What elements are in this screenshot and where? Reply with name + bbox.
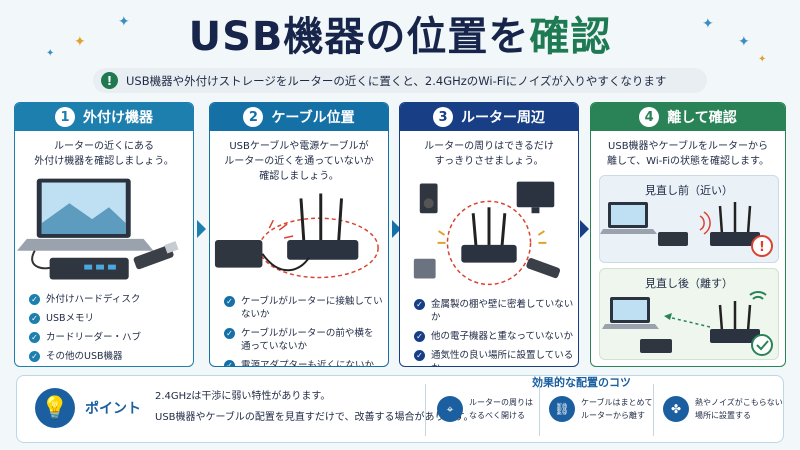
title-main: USB機器の位置を xyxy=(188,14,530,60)
step-card-2: 2 ケーブル位置 USBケーブルや電源ケーブルが ルーターの近くを通っていないか… xyxy=(209,102,389,367)
divider xyxy=(653,384,654,436)
step-number: 1 xyxy=(55,107,75,127)
tips-bar: 💡 ポイント 2.4GHzは干渉に弱い特性があります。 USB機器やケーブルの配… xyxy=(16,375,784,443)
list-item: ✓金属製の棚や壁に密着していないか xyxy=(414,298,578,324)
after-label: 見直し後（離す） xyxy=(645,277,733,290)
step-number: 4 xyxy=(639,107,660,127)
step-description: ルーターの周りはできるだけ すっきりさせましょう。 xyxy=(424,141,554,167)
step-title: 外付け機器 xyxy=(83,110,153,126)
check-icon: ✓ xyxy=(414,331,425,342)
next-arrow-icon xyxy=(580,220,589,238)
step-description: USB機器やケーブルをルーターから 離して、Wi-Fiの状態を確認します。 xyxy=(606,141,770,167)
step-header: 2 ケーブル位置 xyxy=(210,103,388,131)
check-icon: ✓ xyxy=(414,299,425,310)
check-icon: ✓ xyxy=(224,360,235,366)
step-header: 3 ルーター周辺 xyxy=(400,103,578,131)
sparkle-icon: ✦ xyxy=(118,14,130,30)
banner-text: USB機器や外付けストレージをルーターの近くに置くと、2.4GHzのWi-Fiに… xyxy=(126,73,667,88)
sparkle-icon: ✦ xyxy=(758,54,767,65)
exclamation-icon: ! xyxy=(101,72,118,89)
check-icon: ✓ xyxy=(29,351,40,362)
step-number: 3 xyxy=(433,107,453,127)
check-icon: ✓ xyxy=(29,313,40,324)
check-icon: ✓ xyxy=(414,350,425,361)
before-label: 見直し前（近い） xyxy=(645,184,733,197)
next-arrow-icon xyxy=(392,220,401,238)
list-item: ✓USBメモリ xyxy=(29,312,141,325)
before-panel: 見直し前（近い） ! xyxy=(599,175,779,263)
tip-item: ⛓ ケーブルはまとめて ルーターから離す xyxy=(549,396,653,422)
list-item: ✓通気性の良い場所に設置しているか xyxy=(414,349,578,366)
sparkle-icon: ✦ xyxy=(738,34,750,50)
link-icon: ⛓ xyxy=(549,396,575,422)
after-illustration xyxy=(602,291,773,356)
step-header: 4 離して確認 xyxy=(591,103,785,131)
step-title: 離して確認 xyxy=(667,110,737,126)
step-description: ルーターの近くにある 外付け機器を確認しましょう。 xyxy=(34,141,174,167)
divider xyxy=(425,384,426,436)
step-number: 2 xyxy=(243,107,264,127)
step-card-3: 3 ルーター周辺 ルーターの周りはできるだけ すっきりさせましょう。 ✓金属製の… xyxy=(399,102,579,367)
sparkle-icon: ✦ xyxy=(46,48,55,59)
router-surroundings-illustration xyxy=(413,181,561,286)
list-item: ✓その他のUSB機器 xyxy=(29,350,141,363)
tip-item: ⌖ ルーターの周りは なるべく開ける xyxy=(437,396,533,422)
step-description: USBケーブルや電源ケーブルが ルーターの近くを通っていないか 確認しましょう。 xyxy=(224,141,374,182)
laptop-usb-illustration xyxy=(16,178,179,280)
lightbulb-icon: 💡 xyxy=(35,388,75,428)
point-text: 2.4GHzは干渉に弱い特性があります。 USB機器やケーブルの配置を見直すだけ… xyxy=(155,391,474,423)
list-item: ✓電源アダプターも近くにないか xyxy=(224,359,388,366)
list-item: ✓ケーブルがルーターに接触していないか xyxy=(224,295,388,321)
sparkle-icon: ✦ xyxy=(702,16,714,32)
list-item: ✓カードリーダー・ハブ xyxy=(29,331,141,344)
step-card-1: 1 外付け機器 ルーターの近くにある 外付け機器を確認しましょう。 ✓外付けハー… xyxy=(14,102,194,367)
list-item: ✓ケーブルがルーターの前や横を 通っていないか xyxy=(224,327,388,353)
svg-text:!: ! xyxy=(759,240,765,255)
divider xyxy=(539,384,540,436)
list-item: ✓外付けハードディスク xyxy=(29,293,141,306)
checklist: ✓外付けハードディスク ✓USBメモリ ✓カードリーダー・ハブ ✓その他のUSB… xyxy=(29,293,141,366)
step-title: ルーター周辺 xyxy=(461,110,545,126)
tips-title: 効果的な配置のコツ xyxy=(532,376,631,389)
check-icon: ✓ xyxy=(224,296,235,307)
next-arrow-icon xyxy=(197,220,206,238)
page-title: USB機器の位置を確認 xyxy=(0,4,800,62)
checklist: ✓ケーブルがルーターに接触していないか ✓ケーブルがルーターの前や横を 通ってい… xyxy=(224,295,388,366)
sparkle-icon: ✦ xyxy=(74,34,86,50)
router-cable-illustration xyxy=(214,193,379,279)
fan-icon: ✤ xyxy=(663,396,689,422)
location-pin-icon: ⌖ xyxy=(437,396,463,422)
step-header: 1 外付け機器 xyxy=(15,103,193,131)
title-highlight: 確認 xyxy=(529,14,612,60)
step-card-4: 4 離して確認 USB機器やケーブルをルーターから 離して、Wi-Fiの状態を確… xyxy=(590,102,786,367)
before-illustration: ! xyxy=(600,202,773,257)
step-title: ケーブル位置 xyxy=(271,110,355,126)
point-label: ポイント xyxy=(85,401,141,417)
check-icon: ✓ xyxy=(224,328,235,339)
check-icon: ✓ xyxy=(29,294,40,305)
checklist: ✓金属製の棚や壁に密着していないか ✓他の電子機器と重なっていないか ✓通気性の… xyxy=(414,298,578,366)
after-panel: 見直し後（離す） xyxy=(599,268,779,360)
list-item: ✓他の電子機器と重なっていないか xyxy=(414,330,578,343)
check-icon: ✓ xyxy=(29,332,40,343)
warning-banner: ! USB機器や外付けストレージをルーターの近くに置くと、2.4GHzのWi-F… xyxy=(93,68,707,93)
tip-item: ✤ 熱やノイズがこもらない 場所に設置する xyxy=(663,396,783,422)
